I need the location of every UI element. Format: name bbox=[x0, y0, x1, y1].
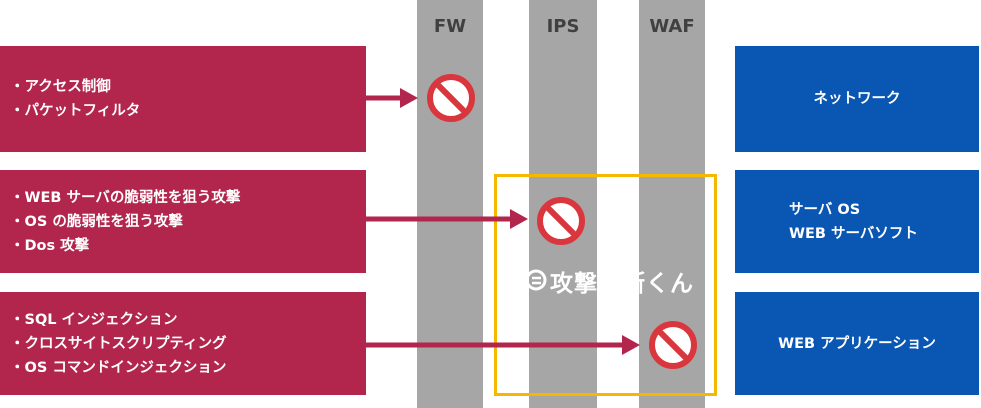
attack-box-network: ・アクセス制御 ・パケットフィルタ bbox=[0, 46, 366, 152]
prohibited-icon bbox=[649, 321, 697, 369]
layer-box-network: ネットワーク bbox=[735, 46, 979, 152]
column-label-waf: WAF bbox=[649, 16, 695, 37]
attack-item: ・WEB サーバの脆弱性を狙う攻撃 bbox=[10, 189, 241, 206]
attack-item: ・クロスサイトスクリプティング bbox=[10, 335, 227, 352]
attack-item: ・SQL インジェクション bbox=[10, 311, 178, 328]
highlight-frame bbox=[494, 174, 717, 396]
layer-label: ネットワーク bbox=[813, 91, 901, 107]
attack-item: ・OS の脆弱性を狙う攻撃 bbox=[10, 213, 183, 230]
column-fw: FW bbox=[417, 0, 483, 408]
attack-item: ・アクセス制御 bbox=[10, 79, 111, 95]
arrow-icon bbox=[366, 209, 528, 229]
arrow-icon bbox=[366, 88, 418, 108]
watermark-logo-icon bbox=[525, 269, 547, 291]
layer-label: サーバ OS bbox=[789, 201, 861, 218]
layer-label: WEB アプリケーション bbox=[778, 335, 936, 352]
prohibited-icon bbox=[537, 197, 585, 245]
layer-box-server: サーバ OS WEB サーバソフト bbox=[735, 170, 979, 273]
layer-box-webapp: WEB アプリケーション bbox=[735, 292, 979, 395]
attack-item: ・パケットフィルタ bbox=[10, 103, 141, 119]
attack-box-webapp: ・SQL インジェクション ・クロスサイトスクリプティング ・OS コマンドイン… bbox=[0, 292, 366, 395]
watermark-text: 攻撃遮断くん bbox=[550, 271, 694, 297]
layer-label: WEB サーバソフト bbox=[789, 225, 918, 242]
arrow-icon bbox=[366, 335, 640, 355]
column-label-ips: IPS bbox=[546, 16, 580, 37]
attack-item: ・OS コマンドインジェクション bbox=[10, 359, 227, 376]
attack-item: ・Dos 攻撃 bbox=[10, 237, 90, 254]
column-label-fw: FW bbox=[433, 16, 467, 37]
attack-box-server: ・WEB サーバの脆弱性を狙う攻撃 ・OS の脆弱性を狙う攻撃 ・Dos 攻撃 bbox=[0, 170, 366, 273]
prohibited-icon bbox=[427, 74, 475, 122]
